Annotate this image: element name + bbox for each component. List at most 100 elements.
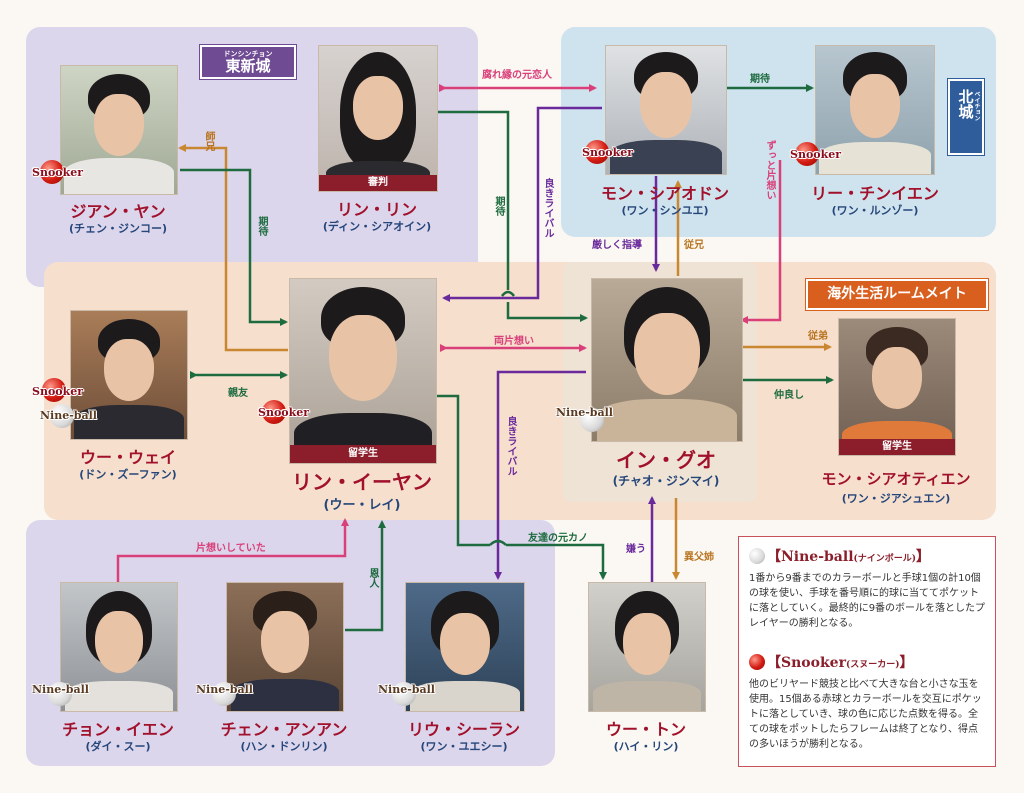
snooker-badge-lin-yiyang: Snooker: [258, 406, 310, 419]
label-cousin-younger: 従弟: [808, 331, 828, 342]
name-chen-anan: チェン・アンアン: [220, 720, 348, 739]
name-meng-xiaotian: モン・シアオティエン: [821, 470, 971, 488]
actor-liu-xilan: (ワン・ユエシー): [420, 740, 508, 753]
label-cousin: 従兄: [684, 240, 704, 251]
actor-wu-wei: (ドン・ズーファン): [79, 468, 177, 481]
label-expect-left: 期待: [256, 216, 267, 236]
line-expect-mid: [438, 110, 586, 318]
label-one-sided: 片想いしていた: [196, 543, 266, 554]
label-strict-guide: 厳しく指導: [592, 240, 642, 251]
actor-yin-guo: (チャオ・ジンマイ): [612, 474, 720, 488]
label-friend-ex: 友達の元カノ: [528, 533, 588, 544]
legend-nineball-text: 1番から9番までのカラーボールと手球1個の計10個の球を使い、手球を番号順に的球…: [749, 573, 986, 629]
photo-zhong-yan: [60, 582, 178, 712]
nineball-icon: [50, 404, 74, 428]
line-friend-ex: [436, 394, 603, 578]
line-rival-bottom: [494, 370, 586, 580]
nineball-badge-liu-xilan: Nine-ball: [378, 683, 435, 696]
photo-meng-xiaotian: 留学生: [838, 318, 956, 456]
north-city-ruby: ベイチョン: [973, 91, 980, 121]
snooker-badge-meng-xiaodong: Snooker: [582, 146, 634, 159]
east-city-ruby: ドンシンチョン: [223, 49, 273, 58]
actor-meng-xiaotian: (ワン・ジアシュエン): [841, 492, 951, 505]
legend-nineball-reading: (ナインボール): [853, 554, 917, 564]
line-secret-love: [740, 160, 782, 324]
name-yin-guo: イン・グオ: [616, 448, 716, 472]
label-expect-mid: 期待: [493, 196, 504, 216]
nineball-badge-yin-guo: Nine-ball: [556, 406, 613, 419]
photo-lin-lin: 審判: [318, 45, 438, 192]
legend-nineball-heading: 【Nine-ball(ナインボール)】: [767, 546, 930, 566]
name-wu-tong: ウー・トン: [605, 720, 686, 739]
role-meng-xiaotian: 留学生: [839, 439, 955, 455]
nineball-icon: [580, 408, 604, 432]
north-city-label: 北城: [956, 89, 975, 119]
label-secret-love: ずっと片想い: [764, 140, 775, 200]
name-wu-wei: ウー・ウェイ: [79, 448, 176, 467]
name-jiang-yan: ジアン・ヤン: [70, 202, 166, 221]
line-one-sided: [116, 518, 349, 582]
legend-box: 【Nine-ball(ナインボール)】 1番から9番までのカラーボールと手球1個…: [738, 536, 996, 767]
snooker-ball-icon: [585, 140, 609, 164]
label-expect-top: 期待: [750, 74, 770, 85]
legend-snooker-reading: (スヌーカー): [845, 660, 900, 670]
nineball-badge-wu-wei: Nine-ball: [40, 409, 97, 422]
photo-yin-guo: [591, 278, 743, 442]
snooker-badge-wu-wei: Snooker: [32, 385, 84, 398]
legend-nineball-title: 【Nine-ball: [767, 549, 854, 565]
label-dislike: 嫌う: [626, 544, 646, 555]
nineball-badge-zhong-yan: Nine-ball: [32, 683, 89, 696]
photo-wu-wei: [70, 310, 188, 440]
name-lin-lin: リン・リン: [336, 200, 417, 219]
actor-wu-tong: (ハイ・リン): [613, 740, 679, 753]
actor-jiang-yan: (チェン・ジンコー): [68, 222, 168, 235]
snooker-ball-icon: [42, 378, 66, 402]
snooker-ball-icon: [262, 400, 286, 424]
actor-meng-xiaodong: (ワン・シンユエ): [621, 204, 709, 217]
line-benefactor: [345, 520, 386, 632]
photo-jiang-yan: [60, 65, 178, 195]
line-shifu: [178, 144, 288, 352]
snooker-badge-jiang-yan: Snooker: [32, 166, 84, 179]
legend-snooker-text: 他のビリヤード競技と比べて大きな台と小さな玉を使用。15個ある赤球とカラーボール…: [749, 679, 982, 750]
snooker-badge-li-jingyan: Snooker: [790, 148, 842, 161]
label-rival-bottom: 良きライバル: [505, 416, 516, 476]
east-city-tag: ドンシンチョン 東新城: [199, 44, 297, 80]
label-mutual-love: 両片想い: [494, 336, 534, 347]
nineball-badge-chen-anan: Nine-ball: [196, 683, 253, 696]
role-lin-yiyang: 留学生: [290, 445, 436, 463]
line-expect-left: [180, 168, 288, 326]
east-city-label: 東新城: [225, 57, 271, 75]
actor-lin-lin: (ディン・シアオイン): [322, 220, 432, 233]
snooker-ball-icon: [749, 654, 765, 670]
actor-zhong-yan: (ダイ・スー): [85, 740, 151, 753]
photo-wu-tong: [588, 582, 706, 712]
photo-chen-anan: [226, 582, 344, 712]
nineball-icon: [392, 682, 416, 706]
snooker-ball-icon: [795, 142, 819, 166]
actor-li-jingyan: (ワン・ルンゾー): [831, 204, 919, 217]
legend-nineball-close: 】: [916, 549, 931, 565]
nineball-icon: [749, 548, 765, 564]
north-city-tag: ベイチョン 北城: [947, 78, 985, 156]
label-rival-top: 良きライバル: [542, 178, 553, 238]
photo-li-jingyan: [815, 45, 935, 175]
snooker-ball-icon: [40, 160, 64, 184]
photo-meng-xiaodong: [605, 45, 727, 175]
nineball-icon: [212, 682, 236, 706]
label-former-lovers: 腐れ縁の元恋人: [482, 70, 552, 81]
role-lin-lin: 審判: [319, 175, 437, 191]
label-half-sister: 異父姉: [684, 552, 714, 563]
line-rival-top: [442, 106, 602, 302]
label-best-friend: 親友: [228, 388, 248, 399]
label-benefactor: 恩人: [367, 568, 378, 588]
nineball-icon: [48, 682, 72, 706]
name-lin-yiyang: リン・イーヤン: [292, 470, 432, 494]
legend-snooker-heading: 【Snooker(スヌーカー)】: [767, 652, 913, 672]
label-good-friends: 仲良し: [774, 390, 804, 401]
name-zhong-yan: チョン・イエン: [62, 720, 174, 739]
photo-lin-yiyang: 留学生: [289, 278, 437, 464]
legend-snooker-close: 】: [899, 655, 914, 671]
name-meng-xiaodong: モン・シアオドン: [600, 184, 729, 203]
